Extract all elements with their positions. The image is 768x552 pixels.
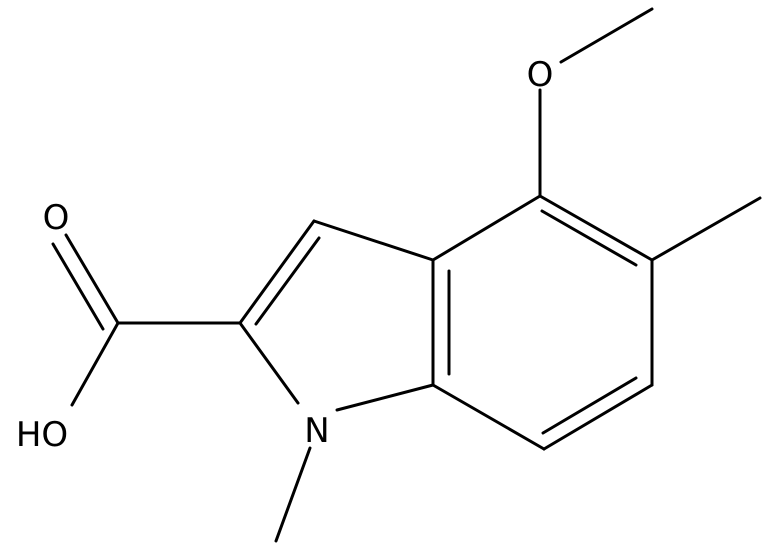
bond-methyl-o: [559, 7, 654, 64]
bond-c7-c7a: [431, 383, 546, 451]
bond-c-oh: [70, 321, 120, 407]
bond-c-o-double-1: [64, 233, 120, 325]
bond-c4-c5-inner: [540, 209, 638, 267]
bond-c4-c5: [538, 194, 654, 262]
bond-n1-methyl: [274, 446, 312, 543]
methoxy-oxygen-label: O: [527, 55, 554, 95]
bond-c3-c2-inner: [254, 236, 321, 326]
bond-c6-c7-inner: [541, 376, 638, 435]
bond-n1-c7a: [335, 383, 435, 412]
bond-c3a-c3: [312, 219, 435, 262]
bond-c6-c7: [542, 383, 654, 451]
hydroxyl-label: HO: [16, 415, 68, 455]
bond-c5-methyl: [650, 196, 762, 262]
carbonyl-oxygen-label: O: [43, 198, 70, 238]
bond-c2-n1: [238, 321, 300, 405]
ring-nitrogen-label: N: [304, 411, 329, 451]
bond-c3-c2: [238, 219, 316, 325]
bond-c3a-c4: [431, 194, 542, 262]
bond-c-o-double-2: [51, 242, 105, 331]
